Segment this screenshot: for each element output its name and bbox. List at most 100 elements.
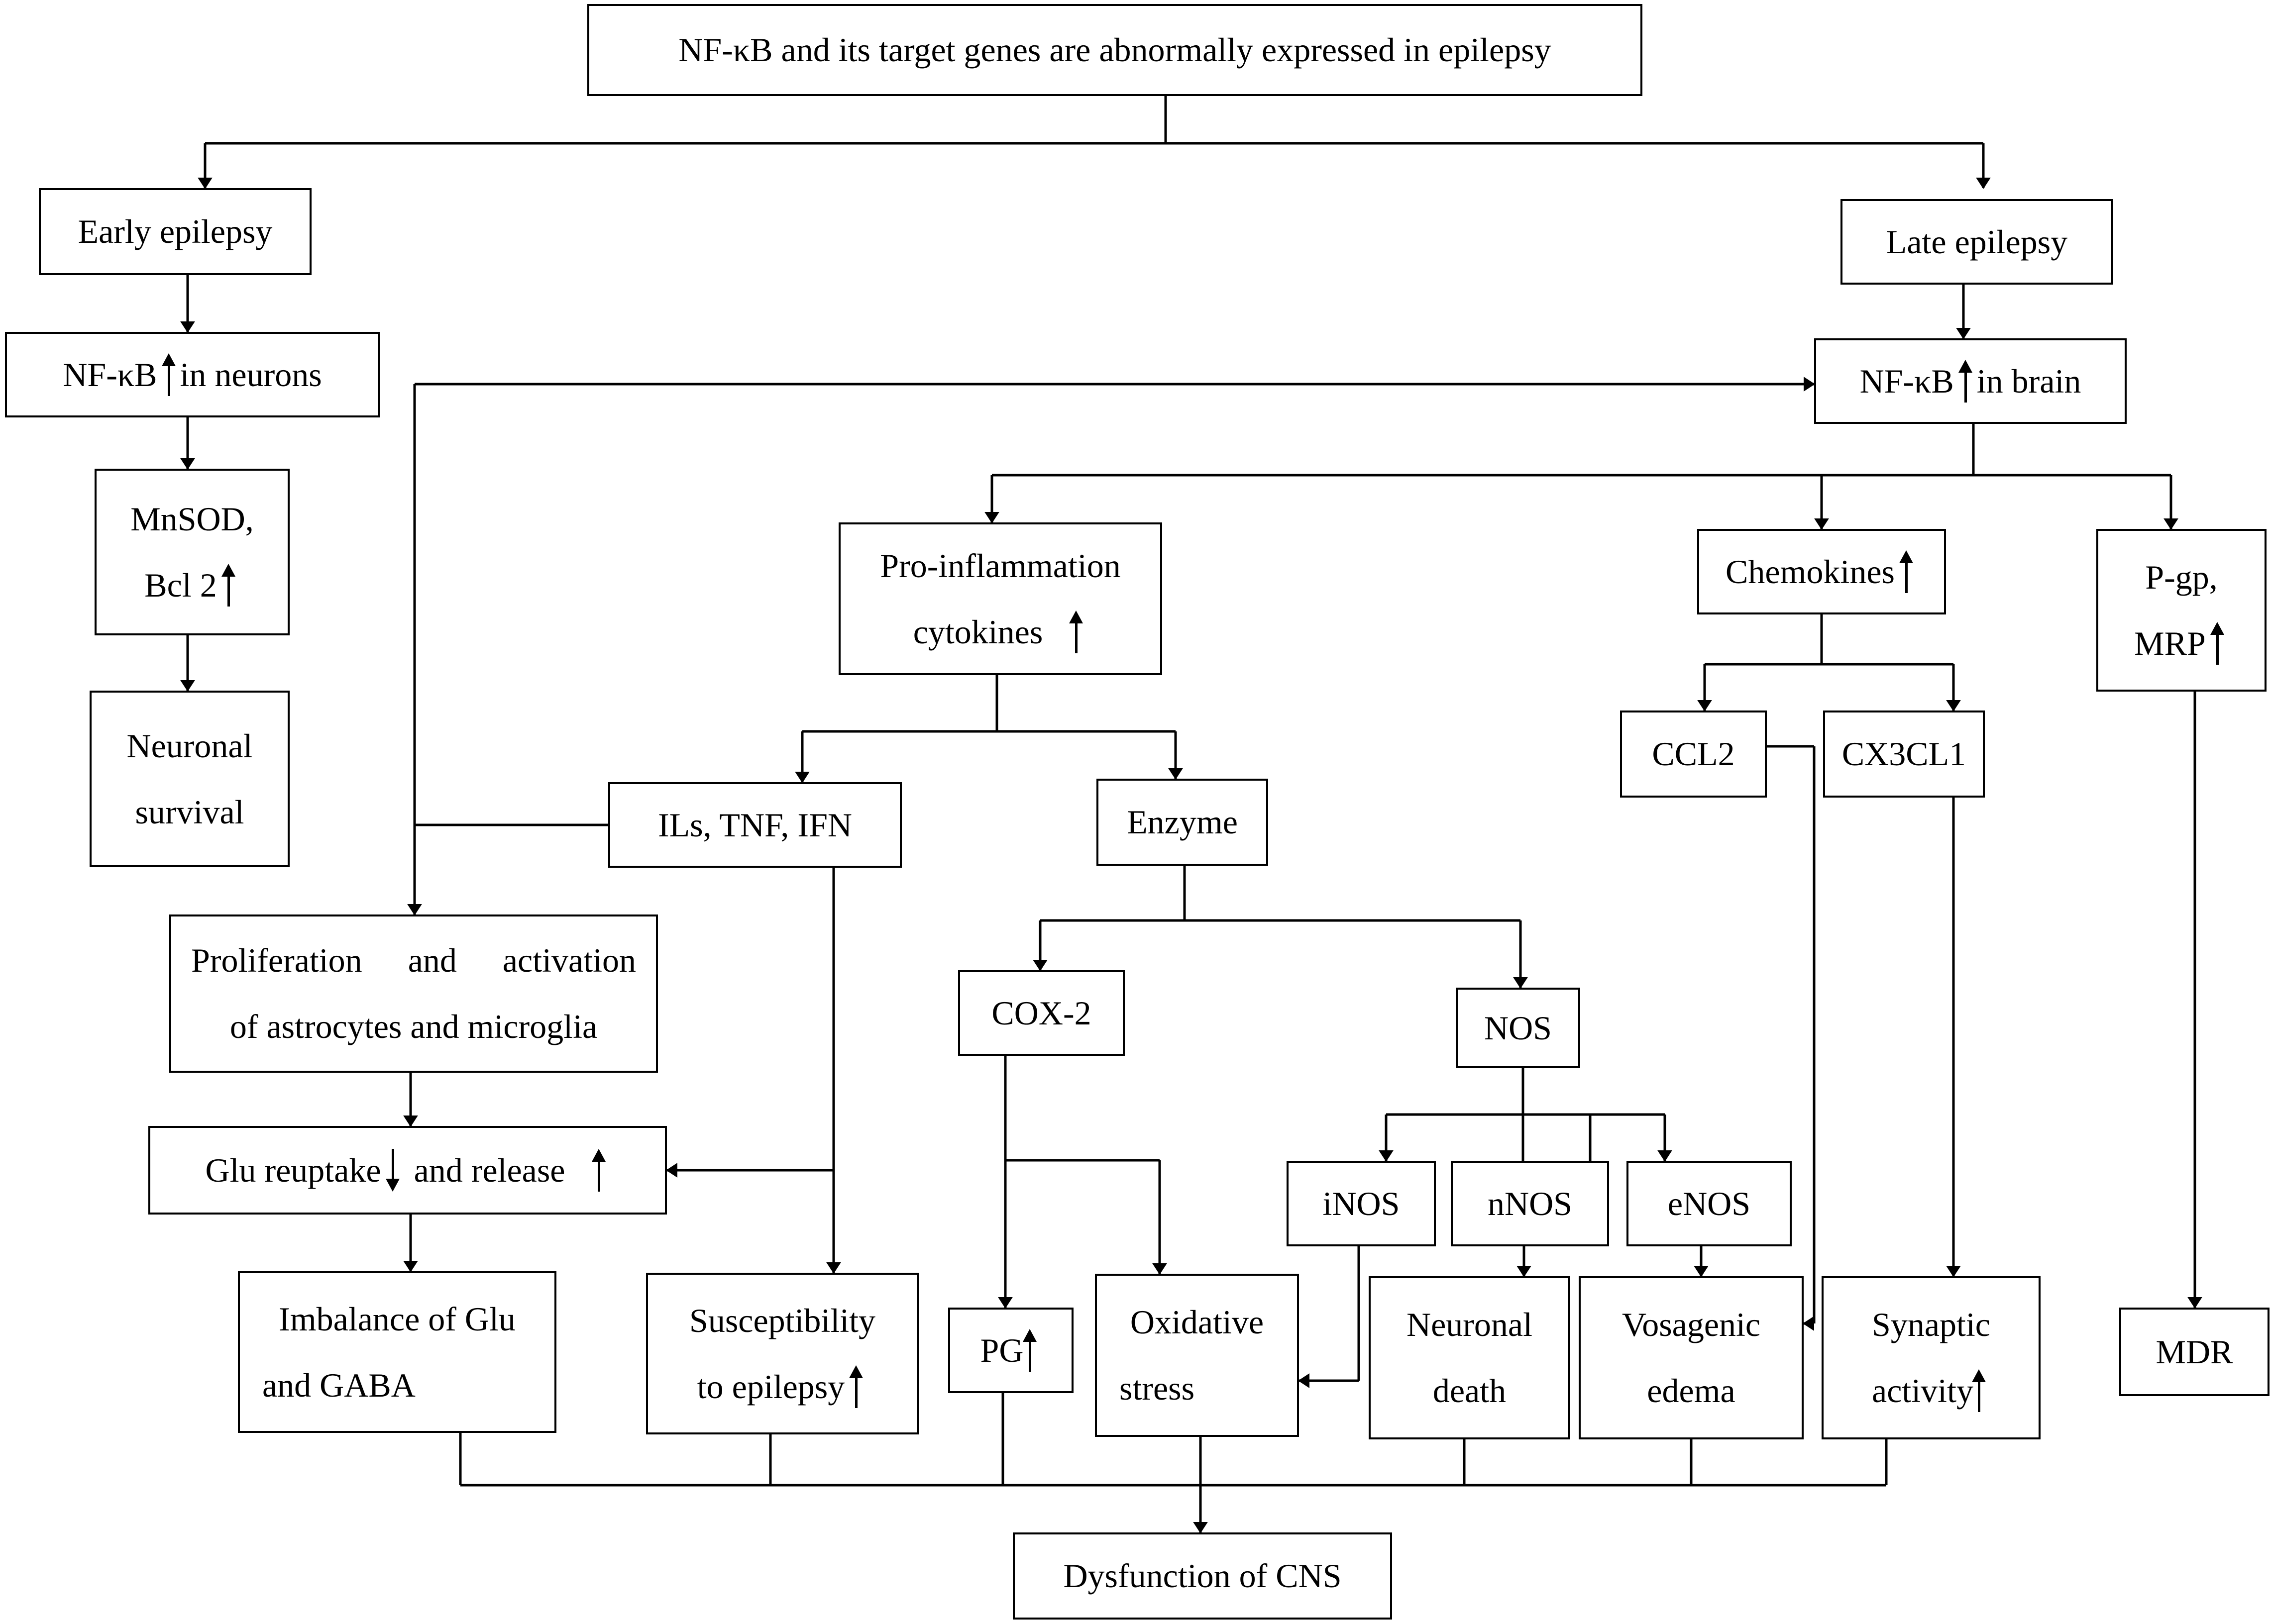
- nnos-box: nNOS: [1451, 1161, 1609, 1246]
- nfkb-neurons-row: NF-κB in neurons: [63, 342, 322, 408]
- prolif-word1: Proliferation: [191, 941, 362, 980]
- nfkb-brain-pre: NF-κB: [1859, 362, 1954, 400]
- nnos-text: nNOS: [1487, 1184, 1573, 1222]
- arrowhead-icon: [666, 1163, 677, 1178]
- ils-text: ILs, TNF, IFN: [657, 806, 852, 844]
- prolif-line2: of astrocytes and microglia: [229, 1008, 598, 1045]
- glu-box: Glu reuptake and release: [148, 1126, 667, 1215]
- imbalance-line2: and GABA: [262, 1366, 416, 1404]
- vosagenic-edema-box: Vosagenic edema: [1579, 1276, 1804, 1439]
- cox2-box: COX-2: [958, 970, 1125, 1056]
- proinflam-line2-row: cytokines: [913, 599, 1088, 665]
- nfkb-neurons-box: NF-κB in neurons: [5, 332, 380, 417]
- early-epilepsy-text: Early epilepsy: [78, 212, 273, 251]
- arrowhead-icon: [403, 1261, 418, 1272]
- late-epilepsy-text: Late epilepsy: [1886, 222, 2068, 261]
- top-text: NF-κB and its target genes are abnormall…: [678, 31, 1551, 69]
- early-epilepsy-box: Early epilepsy: [39, 188, 312, 275]
- pgp-line2-row: MRP: [2134, 610, 2229, 677]
- arrowhead-icon: [1193, 1522, 1208, 1533]
- arrowhead-icon: [1956, 328, 1971, 339]
- pgp-line1: P-gp,: [2145, 558, 2218, 596]
- proliferation-box: Proliferation and activation of astrocyt…: [169, 914, 658, 1073]
- vosagenic-line1: Vosagenic: [1621, 1306, 1761, 1344]
- cx3cl1-box: CX3CL1: [1823, 710, 1985, 798]
- arrowhead-icon: [1168, 768, 1183, 780]
- vosagenic-line2: edema: [1647, 1372, 1735, 1410]
- ccl2-text: CCL2: [1652, 735, 1735, 773]
- arrowhead-icon: [795, 772, 810, 783]
- arrowhead-icon: [1379, 1150, 1394, 1162]
- nos-box: NOS: [1456, 988, 1580, 1068]
- arrowhead-icon: [180, 321, 195, 333]
- imbalance-box: Imbalance of Glu and GABA: [238, 1271, 556, 1433]
- arrowhead-icon: [1946, 700, 1961, 711]
- prolif-word2: and: [408, 941, 457, 980]
- arrowhead-icon: [826, 1262, 841, 1274]
- arrowhead-icon: [198, 178, 213, 189]
- arrowhead-icon: [1976, 178, 1991, 189]
- arrowhead-icon: [1513, 977, 1528, 989]
- ils-tnf-ifn-box: ILs, TNF, IFN: [608, 782, 902, 868]
- glu-part2: and release: [414, 1151, 565, 1189]
- nfkb-brain-box: NF-κB in brain: [1814, 338, 2127, 424]
- arrowhead-icon: [1152, 1263, 1167, 1275]
- down-arrow-icon: [385, 1149, 400, 1192]
- neuronal-death-box: Neuronal death: [1369, 1276, 1570, 1439]
- mdr-box: MDR: [2119, 1308, 2270, 1396]
- arrowhead-icon: [2163, 518, 2178, 530]
- glu-row: Glu reuptake and release: [205, 1137, 610, 1204]
- arrowhead-icon: [1814, 518, 1829, 530]
- arrowhead-icon: [180, 458, 195, 470]
- up-arrow-icon: [591, 1149, 606, 1192]
- arrowhead-icon: [1697, 700, 1712, 711]
- pgp-line2: MRP: [2134, 624, 2206, 662]
- pro-inflammation-box: Pro-inflammation cytokines: [839, 522, 1162, 675]
- cns-text: Dysfunction of CNS: [1063, 1557, 1342, 1595]
- oxidative-line2: stress: [1119, 1369, 1195, 1407]
- mnsod-line2-row: Bcl 2: [144, 552, 239, 618]
- up-arrow-icon: [161, 353, 176, 396]
- up-arrow-icon: [1958, 360, 1972, 403]
- nfkb-brain-row: NF-κB in brain: [1860, 348, 2081, 414]
- up-arrow-icon: [221, 563, 235, 607]
- arrowhead-icon: [1033, 960, 1048, 971]
- enos-box: eNOS: [1626, 1161, 1792, 1246]
- up-arrow-icon: [1899, 550, 1913, 593]
- neuronal-death-line2: death: [1432, 1372, 1507, 1410]
- oxidative-line1: Oxidative: [1130, 1303, 1264, 1341]
- inos-text: iNOS: [1322, 1184, 1400, 1222]
- mdr-text: MDR: [2156, 1332, 2233, 1371]
- prolif-word3: activation: [502, 941, 636, 980]
- mnsod-box: MnSOD, Bcl 2: [95, 469, 290, 635]
- late-epilepsy-box: Late epilepsy: [1840, 199, 2113, 285]
- enzyme-text: Enzyme: [1127, 803, 1238, 841]
- oxidative-stress-box: Oxidative stress: [1095, 1274, 1299, 1437]
- cox2-text: COX-2: [991, 994, 1091, 1032]
- chemokines-box: Chemokines: [1697, 529, 1946, 614]
- imbalance-line1: Imbalance of Glu: [279, 1300, 516, 1338]
- synaptic-line1: Synaptic: [1872, 1306, 1990, 1344]
- arrowhead-icon: [403, 1116, 418, 1127]
- chemokines-row: Chemokines: [1726, 539, 1918, 605]
- up-arrow-icon: [849, 1365, 864, 1408]
- arrowhead-icon: [1694, 1266, 1709, 1277]
- cx3cl1-text: CX3CL1: [1841, 735, 1966, 773]
- mnsod-line2: Bcl 2: [144, 566, 217, 604]
- top-box: NF-κB and its target genes are abnormall…: [587, 4, 1642, 96]
- suscept-line2: to epilepsy: [697, 1367, 845, 1406]
- arrowhead-icon: [2187, 1297, 2202, 1309]
- up-arrow-icon: [1023, 1329, 1037, 1372]
- inos-box: iNOS: [1287, 1161, 1436, 1246]
- nfkb-brain-post: in brain: [1976, 362, 2081, 400]
- survival-line1: Neuronal: [126, 726, 253, 765]
- up-arrow-icon: [2210, 621, 2224, 665]
- arrowhead-icon: [1657, 1150, 1672, 1162]
- arrowhead-icon: [1298, 1373, 1309, 1388]
- pgp-box: P-gp, MRP: [2096, 529, 2267, 692]
- synaptic-line2-row: activity: [1872, 1358, 1990, 1424]
- up-arrow-icon: [1069, 610, 1083, 653]
- enzyme-box: Enzyme: [1096, 779, 1268, 866]
- enos-text: eNOS: [1667, 1184, 1751, 1222]
